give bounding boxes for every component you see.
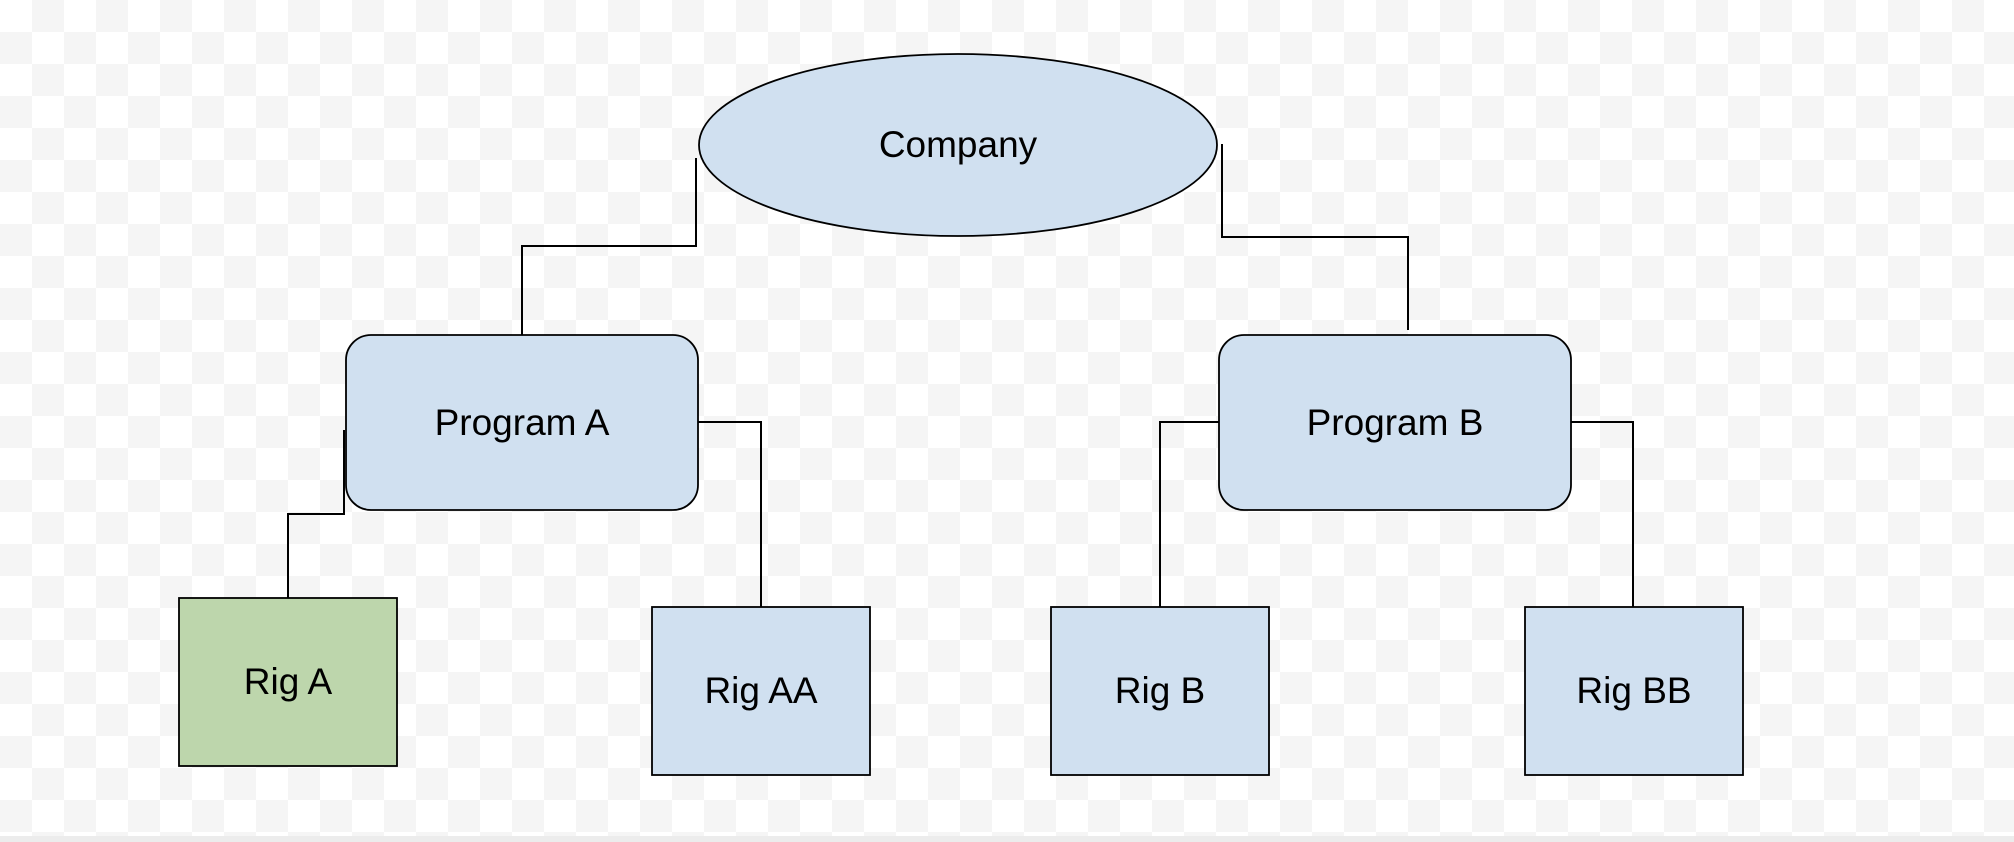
node-rig-aa[interactable]: Rig AA	[651, 606, 871, 776]
node-program-b[interactable]: Program B	[1218, 334, 1572, 511]
node-program-a[interactable]: Program A	[345, 334, 699, 511]
program-b-box	[1218, 334, 1572, 511]
connector-company-program-a	[521, 158, 697, 335]
rig-bb-label: Rig BB	[1576, 670, 1691, 711]
node-company[interactable]: Company	[698, 53, 1218, 237]
node-rig-a[interactable]: Rig A	[178, 597, 398, 767]
rig-bb-box	[1524, 606, 1744, 776]
rig-aa-box	[651, 606, 871, 776]
rig-b-box	[1050, 606, 1270, 776]
company-ellipse	[698, 53, 1218, 237]
connector-program-a-rig-aa	[698, 421, 762, 607]
rig-a-box	[178, 597, 398, 767]
program-b-label: Program B	[1307, 402, 1484, 443]
connector-program-a-rig-a	[287, 430, 345, 598]
program-a-label: Program A	[435, 402, 610, 443]
connector-program-b-rig-bb	[1571, 421, 1634, 607]
canvas-bottom-edge	[0, 836, 2014, 842]
rig-b-label: Rig B	[1115, 670, 1205, 711]
program-a-box	[345, 334, 699, 511]
rig-aa-label: Rig AA	[704, 670, 817, 711]
company-label: Company	[879, 124, 1038, 165]
rig-a-label: Rig A	[244, 661, 333, 702]
connector-program-b-rig-b	[1159, 421, 1219, 607]
node-rig-b[interactable]: Rig B	[1050, 606, 1270, 776]
node-rig-bb[interactable]: Rig BB	[1524, 606, 1744, 776]
connector-company-program-b	[1221, 144, 1409, 330]
